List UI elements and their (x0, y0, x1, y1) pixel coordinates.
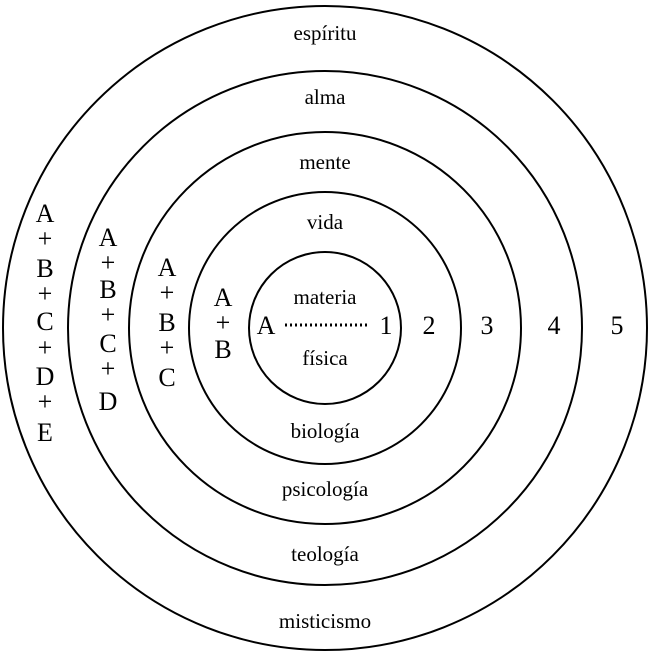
ring-4-bottom-label: teología (291, 542, 359, 566)
ring-5-stack-7: + (38, 387, 53, 416)
ring-4-top-label: alma (305, 85, 346, 109)
ring-5-top-label: espíritu (294, 21, 357, 45)
ring-5-number: 5 (611, 311, 624, 340)
ring-5-bottom-label: misticismo (279, 609, 371, 633)
ring-3-formula: A + B + C (158, 253, 177, 392)
ring-4-stack-4: C (99, 329, 116, 358)
ring-5-stack-6: D (36, 362, 55, 391)
ring-5-circle (2, 5, 648, 651)
ring-5-stack-0: A (36, 199, 55, 228)
ring-2-bottom-label: biología (291, 419, 361, 443)
ring-3-bottom-label: psicología (282, 477, 369, 501)
ring-3-stack-1: + (160, 278, 175, 307)
ring-1-stack-0: A (257, 311, 276, 340)
ring-1-circle (248, 251, 402, 405)
ring-4-number: 4 (548, 311, 561, 340)
ring-2-formula: A + B (214, 283, 233, 364)
ring-4-stack-6: D (99, 387, 118, 416)
ring-5-stack-8: E (37, 418, 53, 447)
ring-4-formula: A + B + C + D (99, 223, 118, 416)
ring-4-stack-1: + (101, 248, 116, 277)
ring-2-stack-0: A (214, 283, 233, 312)
ring-3-number: 3 (481, 311, 494, 340)
ring-4-stack-3: + (101, 300, 116, 329)
ring-5-stack-3: + (38, 279, 53, 308)
ring-3-stack-4: C (158, 363, 175, 392)
ring-2-number: 2 (423, 311, 436, 340)
ring-2-stack-2: B (214, 335, 231, 364)
ring-4-stack-2: B (99, 275, 116, 304)
ring-5-stack-4: C (36, 307, 53, 336)
ring-4-stack-5: + (101, 354, 116, 383)
ring-4-circle (67, 70, 583, 586)
ring-5-formula: A + B + C + D + E (36, 199, 55, 447)
ring-1-bottom-label: física (302, 346, 348, 370)
ring-2-stack-1: + (216, 308, 231, 337)
ring-3-stack-2: B (158, 308, 175, 337)
ring-5-stack-1: + (38, 224, 53, 253)
ring-2-top-label: vida (307, 210, 344, 234)
ring-5-stack-2: B (36, 254, 53, 283)
ring-4-stack-0: A (99, 223, 118, 252)
ring-2-circle (188, 191, 462, 465)
ring-5-stack-5: + (38, 333, 53, 362)
ring-1-top-label: materia (294, 285, 358, 309)
ring-3-stack-3: + (160, 333, 175, 362)
ring-1-number: 1 (380, 311, 393, 340)
ring-3-stack-0: A (158, 253, 177, 282)
ring-3-circle (128, 131, 522, 525)
ring-3-top-label: mente (299, 150, 350, 174)
